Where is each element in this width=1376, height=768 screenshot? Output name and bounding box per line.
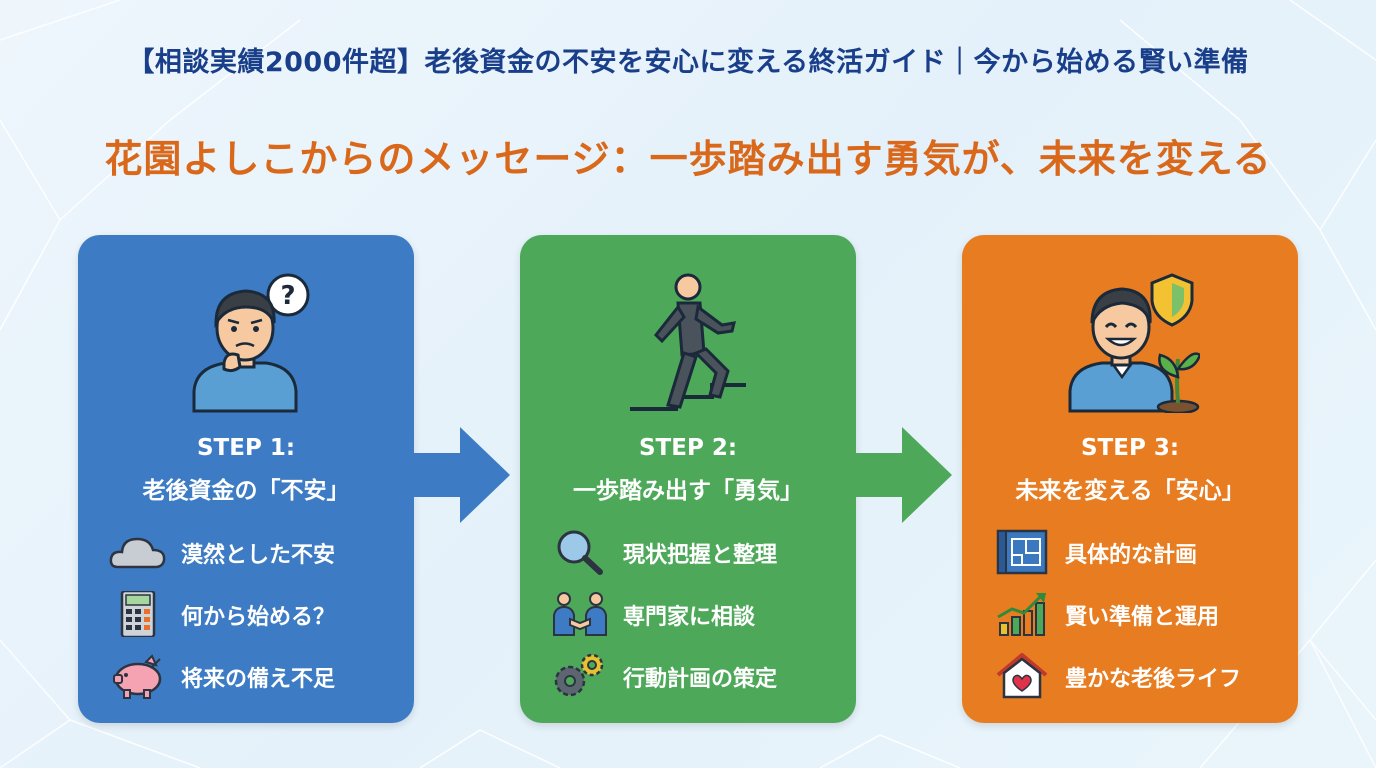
step-2-label: STEP 2: — [638, 435, 738, 461]
step-3-item: 豊かな老後ライフ — [992, 653, 1292, 699]
step-3-item: 賢い準備と運用 — [992, 591, 1292, 637]
item-label: 現状把握と整理 — [623, 543, 778, 568]
arrow-right-icon — [854, 427, 952, 523]
item-label: 将来の備え不足 — [181, 667, 336, 692]
step-1-item: 将来の備え不足 — [108, 653, 408, 699]
gears-icon — [554, 653, 604, 697]
step-1-label: STEP 1: — [196, 435, 296, 461]
item-label: 具体的な計画 — [1065, 543, 1198, 568]
step-3-subtitle: 未来を変える「安心」 — [1015, 478, 1245, 504]
growth-chart-icon — [997, 593, 1046, 636]
step-2-item: 行動計画の策定 — [550, 653, 850, 699]
step-card-3: STEP 3: 未来を変える「安心」 具体的な計画 賢い準備と運用 豊かな老後ラ… — [962, 235, 1298, 723]
step-2-subtitle: 一歩踏み出す「勇気」 — [573, 478, 803, 504]
piggy-bank-icon — [113, 654, 162, 699]
step-3-label: STEP 3: — [1080, 435, 1180, 461]
worried-person-icon: ? — [192, 273, 310, 413]
top-title: 【相談実績2000件超】老後資金の不安を安心に変える終活ガイド｜今から始める賢い… — [127, 47, 1249, 78]
item-label: 行動計画の策定 — [623, 667, 778, 692]
calculator-icon — [120, 591, 156, 637]
step-1-item: 漠然とした不安 — [108, 529, 408, 575]
item-label: 漠然とした不安 — [181, 543, 336, 568]
svg-text:?: ? — [280, 281, 295, 311]
item-label: 賢い準備と運用 — [1065, 605, 1220, 630]
smiling-person-icon — [1068, 273, 1200, 413]
item-label: 豊かな老後ライフ — [1065, 667, 1242, 692]
blueprint-icon — [996, 529, 1048, 575]
magnifier-icon — [557, 530, 603, 575]
house-heart-icon — [996, 653, 1048, 699]
step-2-item: 現状把握と整理 — [550, 529, 850, 575]
main-title: 花園よしこからのメッセージ：一歩踏み出す勇気が、未来を変える — [104, 137, 1272, 181]
step-card-2: STEP 2: 一歩踏み出す「勇気」 現状把握と整理 専門家に相談 行動計画の策… — [520, 235, 856, 723]
step-2-item: 専門家に相談 — [550, 591, 850, 637]
walking-person-icon — [630, 273, 746, 411]
item-label: 専門家に相談 — [623, 605, 756, 630]
cloud-icon — [109, 537, 166, 569]
item-label: 何から始める？ — [181, 605, 336, 630]
arrow-right-icon — [412, 427, 510, 523]
step-card-1: ? STEP 1: 老後資金の「不安」 漠然とした不安 — [78, 235, 414, 723]
step-1-subtitle: 老後資金の「不安」 — [142, 478, 350, 504]
step-3-item: 具体的な計画 — [992, 529, 1292, 575]
step-1-item: 何から始める？ — [108, 591, 408, 637]
handshake-icon — [553, 592, 607, 636]
